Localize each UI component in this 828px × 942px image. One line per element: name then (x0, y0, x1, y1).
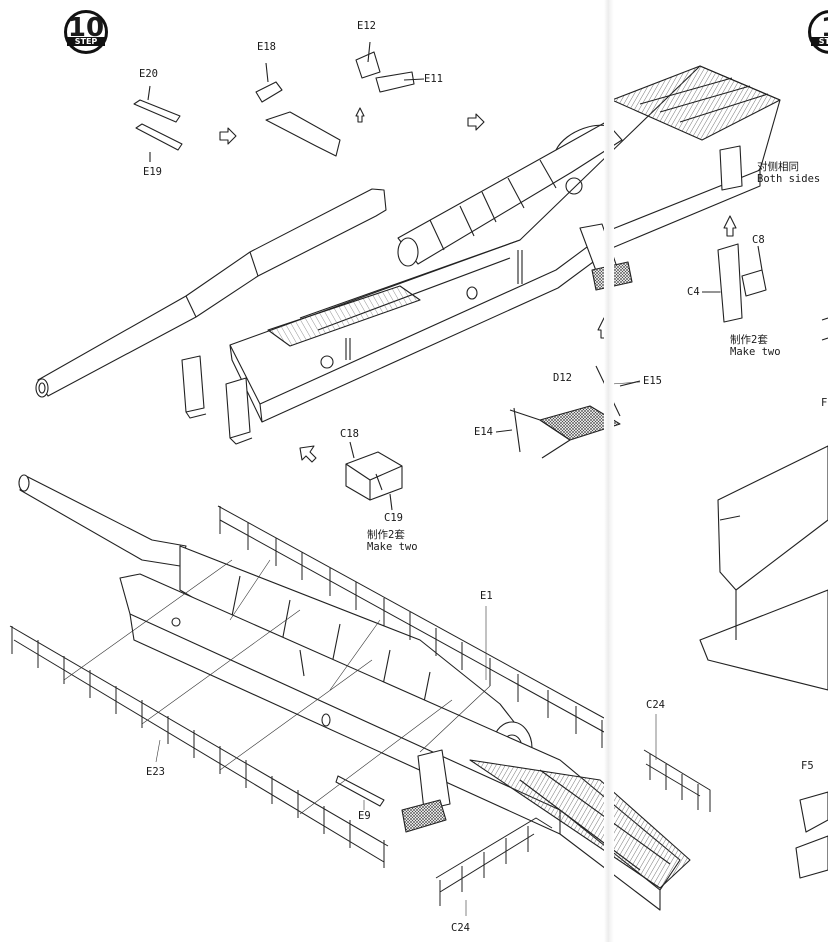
top-deck-grating (611, 65, 781, 141)
note-make-two-c4: 制作2套 Make two (730, 334, 781, 358)
part-label-C18: C18 (340, 428, 359, 440)
step-badge: 10 STEP (64, 10, 108, 54)
part-label-C19: C19 (384, 512, 403, 524)
railing-C24-bottom (435, 817, 553, 906)
part-C18-C19 (345, 441, 403, 511)
next-step-word: STEP (811, 37, 828, 46)
note-both-sides: 对侧相同 Both sides (757, 161, 820, 185)
part-label-E1: E1 (480, 590, 493, 602)
part-label-E20: E20 (139, 68, 158, 80)
note-make-two-c18: 制作2套 Make two (367, 529, 418, 553)
arrow-right-2 (467, 113, 485, 131)
bottom-ladder (417, 749, 451, 811)
page-gutter (604, 0, 614, 942)
part-label-F5: F5 (801, 760, 814, 772)
part-label-E9: E9 (358, 810, 371, 822)
step-word: STEP (67, 37, 105, 46)
part-label-C24-bottom: C24 (451, 922, 470, 934)
next-page-partial (699, 317, 828, 879)
part-E9 (335, 775, 385, 807)
bottom-carriage-body (119, 573, 681, 911)
top-carriage-body (229, 65, 781, 423)
top-floor-grille (267, 285, 421, 347)
part-label-E15: E15 (643, 375, 662, 387)
part-E18 (255, 62, 341, 157)
arrow-right-1 (219, 127, 237, 145)
part-label-E23: E23 (146, 766, 165, 778)
next-step-number: 1 (811, 14, 828, 42)
part-label-E14: E14 (474, 426, 493, 438)
part-label-E19: E19 (143, 166, 162, 178)
top-gun-barrel (35, 188, 387, 398)
arrow-down-left (299, 445, 317, 463)
note-both-sides-en: Both sides (757, 173, 821, 185)
part-E12-E11 (355, 41, 425, 93)
note-make-two-c4-cn: 制作2套 (730, 334, 768, 346)
part-label-E11: E11 (424, 73, 443, 85)
note-both-sides-cn: 对侧相同 (757, 161, 799, 173)
part-label-E18: E18 (257, 41, 276, 53)
part-label-E12: E12 (357, 20, 376, 32)
part-label-F: F (821, 397, 828, 409)
part-C4-C8 (702, 243, 767, 323)
part-E20-E19 (133, 85, 183, 162)
bottom-deck-grating (469, 759, 691, 889)
bottom-gun-barrel (18, 474, 187, 567)
part-label-D12: D12 (553, 372, 572, 384)
note-make-two-c4-en: Make two (730, 346, 781, 358)
part-label-C8: C8 (752, 234, 765, 246)
note-make-two-c18-en: Make two (367, 541, 418, 553)
arrow-up-1 (355, 107, 365, 123)
railing-E23 (9, 625, 389, 868)
part-label-C4: C4 (687, 286, 700, 298)
railing-C24-top (643, 749, 711, 812)
top-front-legs (181, 355, 253, 445)
railing-E1 (217, 505, 605, 748)
top-cradle (397, 121, 623, 267)
note-make-two-c18-cn: 制作2套 (367, 529, 405, 541)
part-label-C24-top: C24 (646, 699, 665, 711)
arrow-up-2 (723, 215, 737, 237)
